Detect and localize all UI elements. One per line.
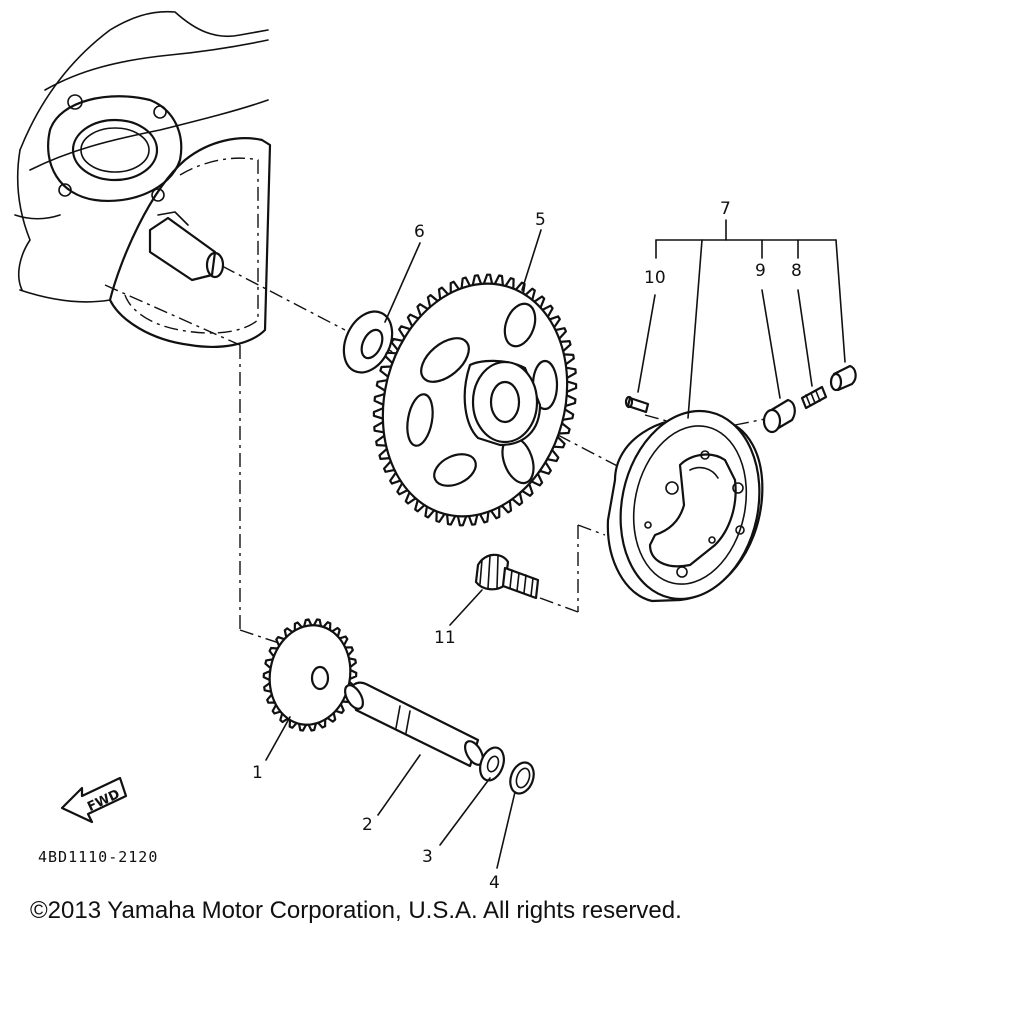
roller-part-10 <box>626 397 648 412</box>
idler-gear-part-1 <box>262 619 358 731</box>
forward-arrow-icon: FWD <box>62 778 126 822</box>
label-part-3: 3 <box>422 847 433 867</box>
label-part-5: 5 <box>535 210 546 230</box>
label-part-1: 1 <box>252 763 263 783</box>
label-part-4: 4 <box>489 873 500 893</box>
spring-cap <box>831 366 856 390</box>
shaft-part-2 <box>341 682 486 768</box>
starter-clutch-part-7 <box>604 398 777 612</box>
label-part-6: 6 <box>414 222 425 242</box>
leader-lines <box>266 220 845 868</box>
label-part-2: 2 <box>362 815 373 835</box>
label-part-9: 9 <box>755 261 766 281</box>
label-part-7: 7 <box>720 199 731 219</box>
drawing-code: 4BD1110-2120 <box>38 848 158 866</box>
gear-wheel-part-5 <box>358 263 593 538</box>
bolt-part-11 <box>476 555 538 598</box>
copyright-notice: ©2013 Yamaha Motor Corporation, U.S.A. A… <box>30 897 682 924</box>
label-part-11: 11 <box>434 628 456 648</box>
spring-part-8 <box>802 387 826 408</box>
washer-part-6 <box>335 304 402 381</box>
circlip-part-4 <box>506 759 538 797</box>
label-part-8: 8 <box>791 261 802 281</box>
washer-part-3 <box>476 744 508 783</box>
plunger-part-9 <box>764 400 795 432</box>
label-part-10: 10 <box>644 268 666 288</box>
engine-crankcase <box>15 12 270 347</box>
